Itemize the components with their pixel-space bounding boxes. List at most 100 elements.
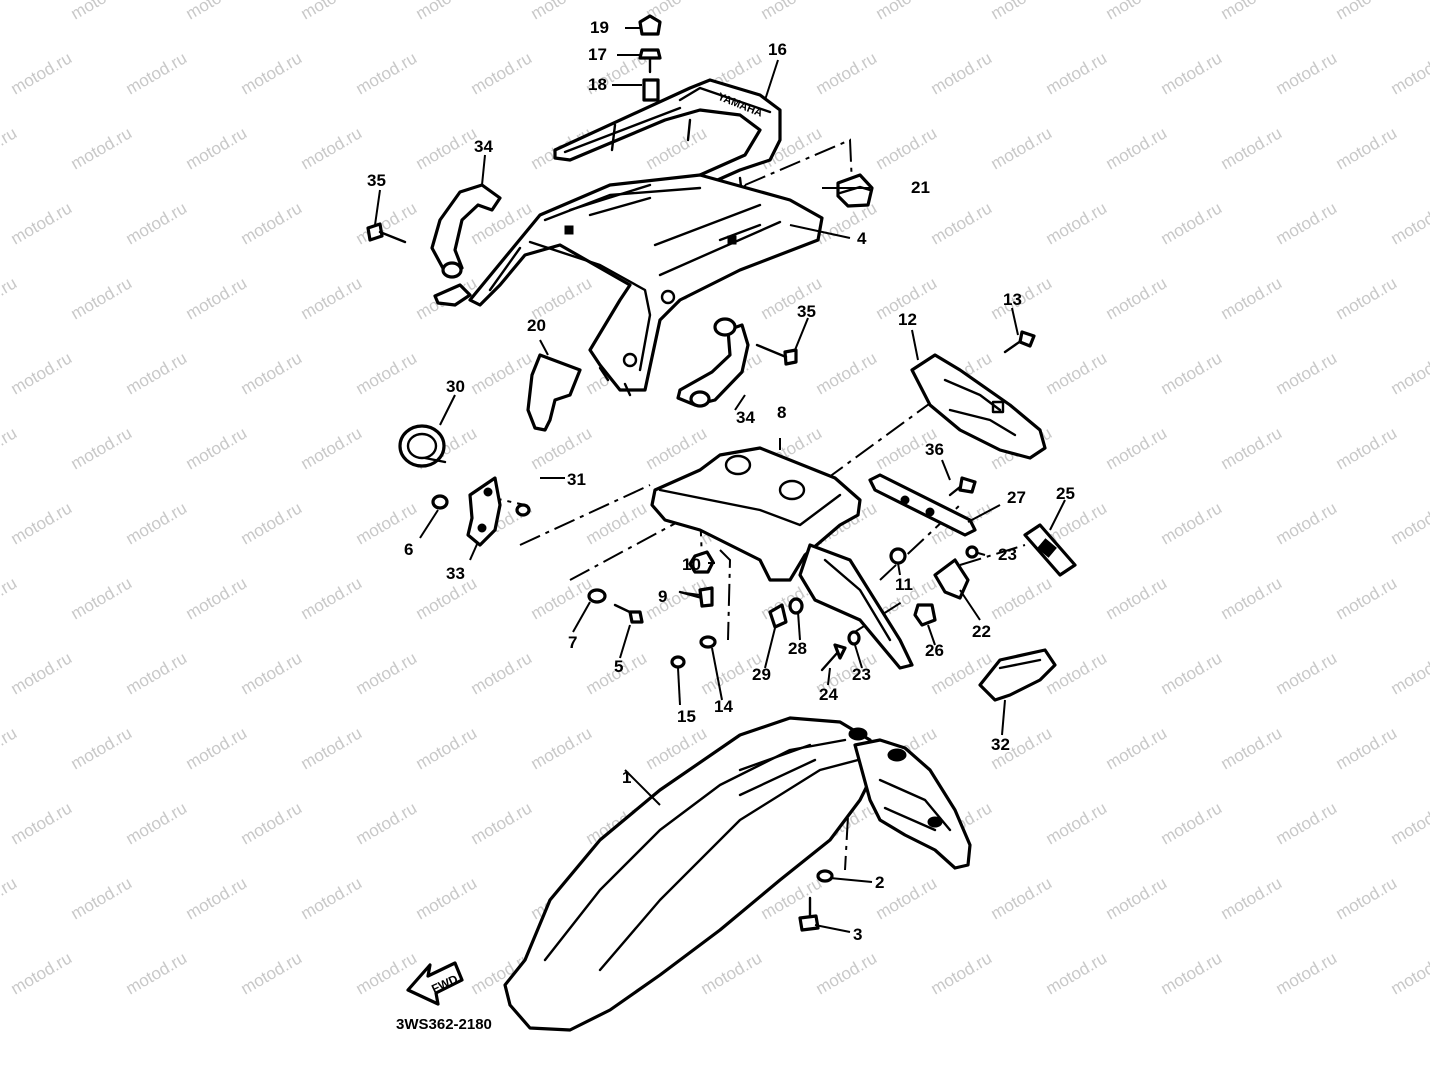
watermark-text: motod.ru [183, 873, 251, 923]
callout-1: 1 [622, 768, 631, 787]
watermark-text: motod.ru [298, 873, 366, 923]
watermark-text: motod.ru [1158, 198, 1226, 248]
watermark-text: motod.ru [1043, 48, 1111, 98]
watermark-text: motod.ru [123, 198, 191, 248]
watermark-text: motod.ru [8, 648, 76, 698]
callout-35b: 35 [797, 302, 816, 321]
watermark-text: motod.ru [0, 723, 20, 773]
watermark-text: motod.ru [123, 948, 191, 998]
hardware [366, 14, 1036, 932]
watermark-text: motod.ru [468, 798, 536, 848]
callout-34b: 34 [736, 408, 755, 427]
watermark-text: motod.ru [298, 573, 366, 623]
watermark-text: motod.ru [1218, 423, 1286, 473]
callout-29: 29 [752, 665, 771, 684]
watermark-text: motod.ru [68, 423, 136, 473]
watermark-text: motod.ru [0, 573, 20, 623]
tail-light [910, 353, 1047, 460]
watermark-text: motod.ru [1273, 48, 1341, 98]
reflector [398, 424, 447, 468]
rear-carrier [433, 173, 824, 397]
callout-20: 20 [527, 316, 546, 335]
watermark-text: motod.ru [528, 723, 596, 773]
watermark-text: motod.ru [0, 423, 20, 473]
callout-26: 26 [925, 641, 944, 660]
watermark-text: motod.ru [123, 498, 191, 548]
callout-12: 12 [898, 310, 917, 329]
watermark-text: motod.ru [298, 123, 366, 173]
callout-30: 30 [446, 377, 465, 396]
watermark-text: motod.ru [1273, 348, 1341, 398]
watermark-text: motod.ru [1103, 123, 1171, 173]
watermark-text: motod.ru [353, 348, 421, 398]
watermark-text: motod.ru [988, 0, 1056, 23]
watermark-text: motod.ru [183, 0, 251, 23]
watermark-text: motod.ru [528, 423, 596, 473]
callout-23a: 23 [998, 545, 1017, 564]
callout-17: 17 [588, 45, 607, 64]
watermark-text: motod.ru [8, 348, 76, 398]
watermark-text: motod.ru [643, 423, 711, 473]
watermark-text: motod.ru [1273, 798, 1341, 848]
watermark-text: motod.ru [8, 798, 76, 848]
callout-23b: 23 [852, 665, 871, 684]
watermark-text: motod.ru [413, 873, 481, 923]
callout-6: 6 [404, 540, 413, 559]
watermark-text: motod.ru [813, 948, 881, 998]
callout-18: 18 [588, 75, 607, 94]
watermark-text: motod.ru [68, 273, 136, 323]
handle-right [676, 317, 750, 408]
watermark-text: motod.ru [413, 0, 481, 23]
watermark-text: motod.ru [1218, 573, 1286, 623]
watermark-text: motod.ru [238, 948, 306, 998]
watermark-text: motod.ru [813, 48, 881, 98]
watermark-text: motod.ru [0, 273, 20, 323]
leader-lines [374, 27, 1066, 933]
callout-27: 27 [1007, 488, 1026, 507]
callout-21: 21 [911, 178, 930, 197]
watermark-text: motod.ru [123, 648, 191, 698]
watermark-text: motod.ru [8, 48, 76, 98]
handle-left [430, 183, 502, 279]
watermark-text: motod.ru [468, 648, 536, 698]
callout-8: 8 [777, 403, 786, 422]
watermark-text: motod.ru [1388, 48, 1430, 98]
watermark-text: motod.ru [928, 198, 996, 248]
callout-4: 4 [857, 229, 867, 248]
front-fender [503, 716, 972, 1032]
watermark-text: motod.ru [298, 723, 366, 773]
watermark-text: motod.ru [1043, 648, 1111, 698]
watermark-text: motod.ru [238, 48, 306, 98]
watermark-text: motod.ru [1158, 648, 1226, 698]
watermark-text: motod.ru [298, 423, 366, 473]
watermark-text: motod.ru [1043, 948, 1111, 998]
watermark-text: motod.ru [353, 798, 421, 848]
watermark-text: motod.ru [123, 348, 191, 398]
watermark-text: motod.ru [1273, 948, 1341, 998]
watermark-text: motod.ru [1273, 648, 1341, 698]
diagram-code: 3WS362-2180 [396, 1016, 492, 1033]
watermark-text: motod.ru [1333, 273, 1401, 323]
callout-28: 28 [788, 639, 807, 658]
callout-14: 14 [714, 697, 733, 716]
callout-2: 2 [875, 873, 884, 892]
callout-15: 15 [677, 707, 696, 726]
callout-9: 9 [658, 587, 667, 606]
watermark-text: motod.ru [68, 723, 136, 773]
watermark-text: motod.ru [758, 0, 826, 23]
forward-arrow: FWD [406, 961, 464, 1006]
watermark-text: motod.ru [528, 573, 596, 623]
watermark-text: motod.ru [68, 0, 136, 23]
watermark-text: motod.ru [1273, 498, 1341, 548]
watermark-text: motod.ru [1103, 423, 1171, 473]
watermark-text: motod.ru [528, 0, 596, 23]
watermark-text: motod.ru [468, 348, 536, 398]
watermark-text: motod.ru [928, 948, 996, 998]
watermark-text: motod.ru [928, 48, 996, 98]
watermark-text: motod.ru [1388, 348, 1430, 398]
watermark-text: motod.ru [0, 0, 20, 23]
callout-31: 31 [567, 470, 586, 489]
callout-13: 13 [1003, 290, 1022, 309]
watermark-text: motod.ru [298, 273, 366, 323]
